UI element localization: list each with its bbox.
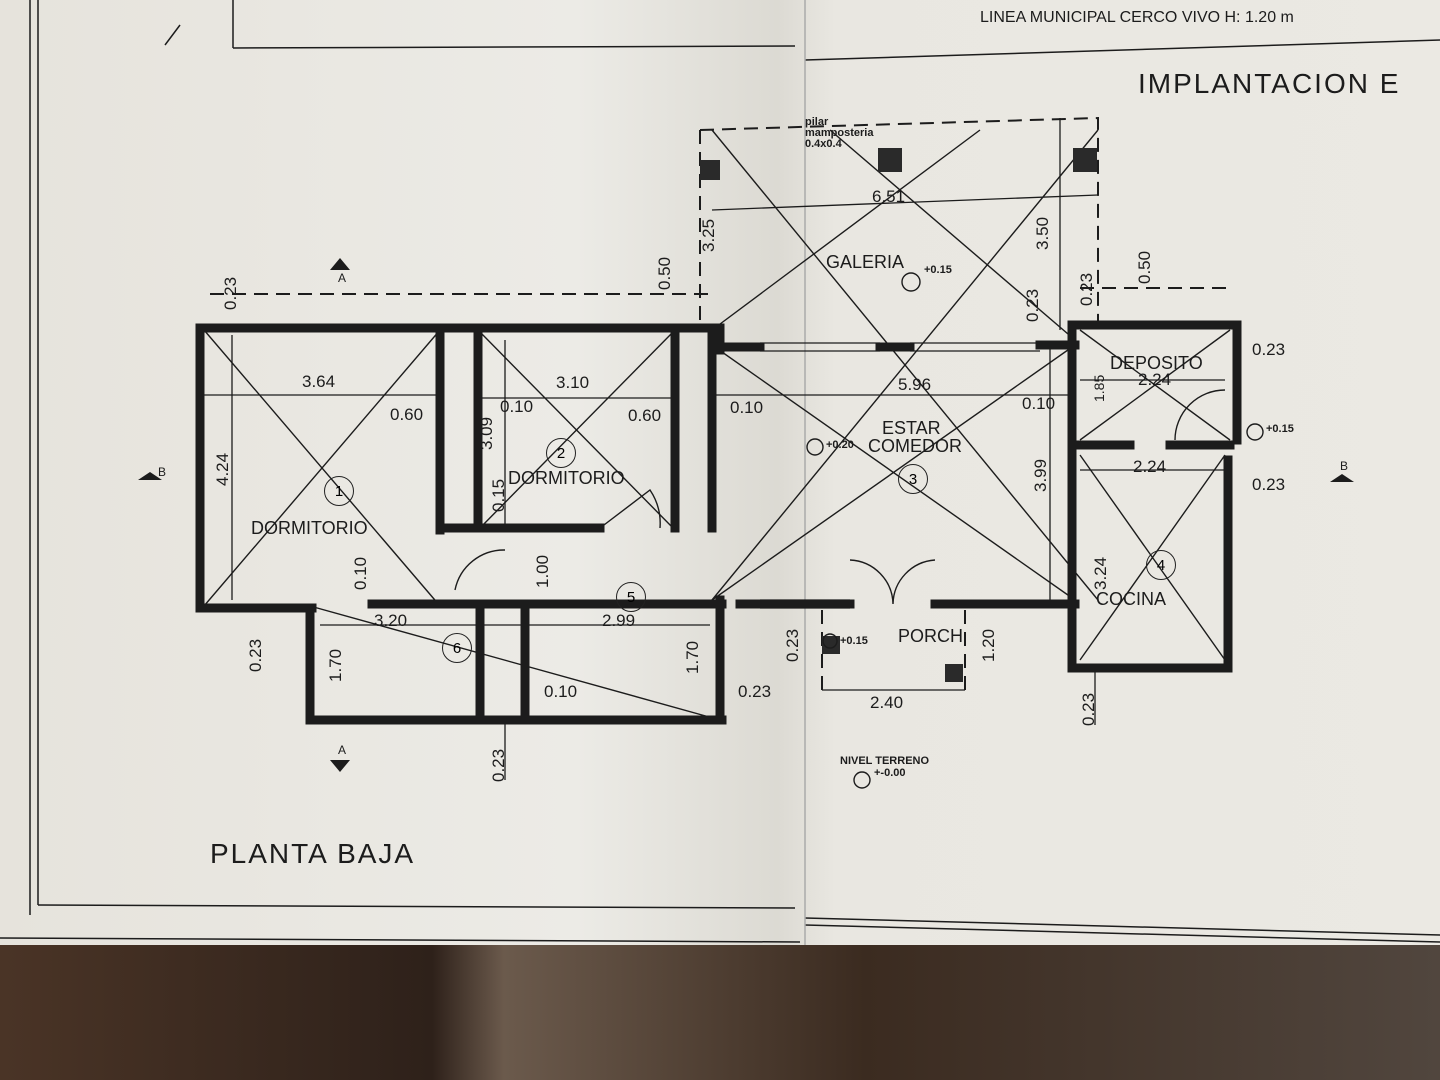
dim: 0.50: [655, 256, 674, 290]
dim: 1.00: [533, 554, 552, 588]
room-number-3: 3: [898, 464, 928, 494]
dim: 6.51: [872, 187, 906, 206]
linea-municipal-label: LINEA MUNICIPAL CERCO VIVO H: 1.20 m: [980, 9, 1294, 26]
dim: 1.70: [326, 648, 345, 682]
dim: 3.09: [477, 416, 496, 450]
level-estar: +0.20: [826, 439, 854, 451]
dim: 3.50: [1033, 216, 1052, 250]
dim: 0.50: [1135, 250, 1154, 284]
level-deposito: +0.15: [1266, 423, 1294, 435]
dim: 0.23: [783, 628, 802, 662]
dim: 0.23: [1023, 288, 1042, 322]
section-b-left: B: [158, 465, 167, 479]
dim: 4.24: [213, 452, 232, 486]
dim: 3.24: [1091, 556, 1110, 590]
dim: 1.85: [1091, 374, 1107, 402]
space-estar: ESTAR: [882, 418, 941, 438]
level-markers: [806, 272, 1264, 789]
room-number-6: 6: [442, 633, 472, 663]
room-name-1: DORMITORIO: [251, 518, 368, 538]
dim: 2.40: [870, 693, 904, 712]
level-porch: +0.15: [840, 635, 868, 647]
dim: 0.10: [1022, 394, 1056, 413]
space-deposito: DEPOSITO: [1110, 353, 1203, 373]
room-number-5: 5: [616, 582, 646, 612]
space-galeria: GALERIA: [826, 252, 905, 272]
dimension-lines: [204, 118, 1225, 780]
nivel-terreno-value: +-0.00: [874, 767, 906, 779]
dim: 0.23: [246, 638, 265, 672]
level-galeria: +0.15: [924, 264, 952, 276]
table-background: [0, 945, 1440, 1080]
dim: 0.15: [489, 478, 508, 512]
section-a-top: A: [338, 271, 347, 285]
walls: [195, 320, 1242, 725]
plan-title: PLANTA BAJA: [210, 838, 416, 869]
doors: [454, 389, 1226, 605]
dim: 0.10: [544, 682, 578, 701]
dim: 3.64: [302, 372, 336, 391]
dim: 2.99: [602, 611, 636, 630]
dim: 0.23: [1077, 272, 1096, 306]
dim: 0.60: [390, 405, 424, 424]
dim: 0.23: [1079, 692, 1098, 726]
room-name-2: DORMITORIO: [508, 468, 625, 488]
dim: 0.10: [351, 556, 370, 590]
dim: 3.25: [699, 218, 718, 252]
section-b-right: B: [1340, 459, 1349, 473]
room-name-4: COCINA: [1096, 589, 1167, 609]
dim: 5.96: [898, 375, 932, 394]
room-number-4: 4: [1146, 550, 1176, 580]
implantacion-title: IMPLANTACION E: [1138, 68, 1401, 99]
dim: 1.20: [979, 628, 998, 662]
dim: 0.23: [738, 682, 772, 701]
space-porch: PORCH: [898, 626, 964, 646]
space-comedor: COMEDOR: [868, 436, 962, 456]
nivel-terreno-label: NIVEL TERRENO: [840, 755, 930, 767]
pillar-note-2: mamposteria: [805, 127, 874, 139]
room-number-2: 2: [546, 438, 576, 468]
room-number-1: 1: [324, 476, 354, 506]
dim: 0.23: [1252, 340, 1286, 359]
dim: 0.10: [730, 398, 764, 417]
dim: 0.10: [500, 397, 534, 416]
pillar-note-1: pilar: [805, 116, 829, 128]
pillars: [700, 148, 1097, 682]
dim: 2.24: [1138, 370, 1172, 389]
dim: 0.23: [1252, 475, 1286, 494]
section-markers: [138, 258, 1354, 772]
dim: 2.24: [1133, 457, 1167, 476]
dim: 1.70: [683, 640, 702, 674]
dim: 3.99: [1031, 458, 1050, 492]
pillar-note-3: 0.4x0.4: [805, 138, 842, 150]
dim: 0.60: [628, 406, 662, 425]
section-a-bottom: A: [338, 743, 347, 757]
dim: 0.23: [489, 748, 508, 782]
dim: 3.20: [374, 611, 408, 630]
dim: 0.23: [221, 276, 240, 310]
windows: [760, 342, 1040, 609]
sheet-frame: [0, 0, 1440, 945]
dim: 3.10: [556, 373, 590, 392]
